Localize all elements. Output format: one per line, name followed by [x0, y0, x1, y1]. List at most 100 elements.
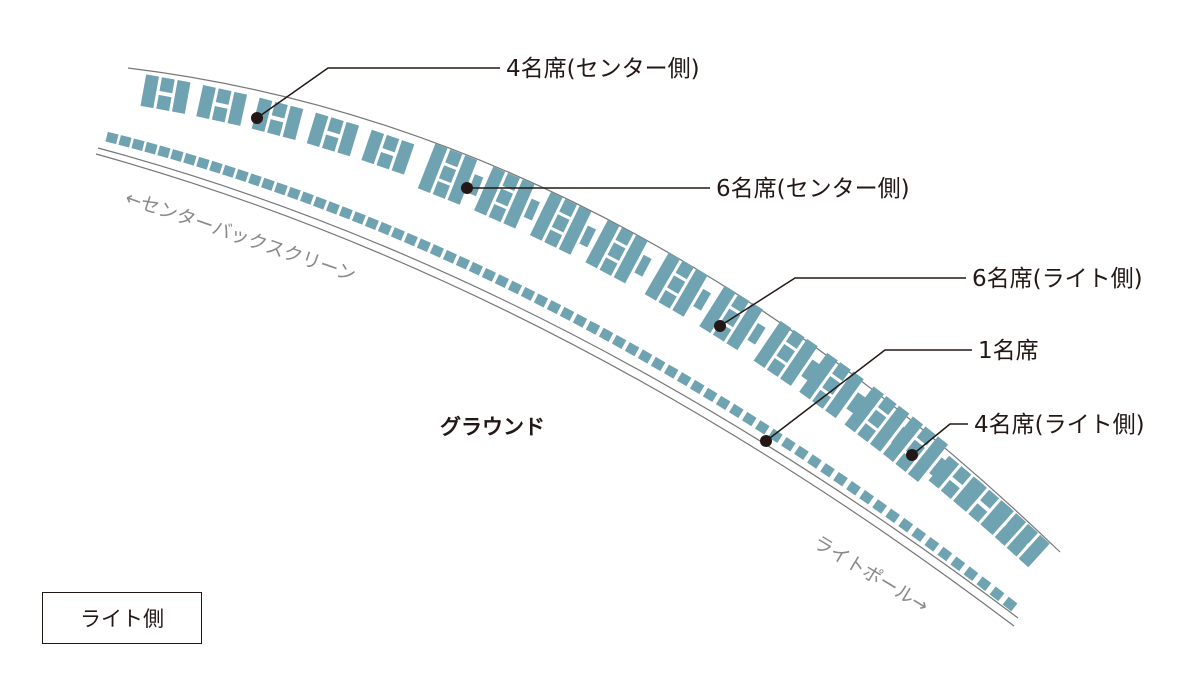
- single-seat: [520, 286, 536, 301]
- group-seat: [337, 121, 360, 157]
- six-seat-block: [753, 320, 820, 386]
- single-seat: [235, 169, 249, 182]
- callout-4-right-dot: [906, 449, 918, 461]
- ground-label: グラウンド: [440, 415, 545, 439]
- group-seat: [667, 275, 686, 294]
- group-seat: [644, 252, 681, 301]
- callout-6-center: 6名席(センター側): [461, 176, 910, 202]
- single-seat: [170, 149, 184, 162]
- four-seat-block: [361, 129, 415, 175]
- single-seat: [781, 437, 796, 452]
- group-seat: [271, 101, 288, 119]
- single-seat: [885, 508, 900, 524]
- single-seat: [989, 586, 1005, 602]
- group-seat: [438, 165, 457, 184]
- group-seat: [159, 77, 175, 94]
- group-seat: [844, 386, 884, 433]
- single-seat: [261, 177, 275, 191]
- group-seat: [579, 225, 597, 248]
- group-seat: [1018, 534, 1050, 568]
- group-seat: [747, 322, 766, 345]
- single-seat: [702, 387, 718, 403]
- six-seat-block: [585, 219, 652, 284]
- group-seat: [503, 179, 535, 229]
- single-seat: [846, 480, 861, 496]
- fence-line-lower: [95, 153, 1015, 627]
- single-seat: [157, 145, 171, 159]
- single-seat: [300, 191, 314, 205]
- single-seat: [403, 232, 418, 247]
- single-seat: [248, 173, 262, 187]
- group-seat: [529, 191, 563, 241]
- single-seat: [325, 201, 340, 215]
- group-seat: [196, 84, 216, 119]
- group-seat: [730, 294, 750, 313]
- group-seat: [882, 416, 924, 463]
- group-seat: [327, 117, 344, 135]
- group-seat: [495, 188, 514, 207]
- group-seat: [766, 358, 786, 377]
- group-seat: [282, 105, 304, 140]
- group-seat: [980, 489, 1000, 509]
- group-seat: [599, 257, 618, 276]
- fence-line-upper: [97, 147, 1019, 619]
- single-seat: [624, 342, 640, 357]
- group-seat: [322, 134, 339, 152]
- single-seat: [351, 211, 366, 225]
- group-seat: [1006, 537, 1026, 557]
- single-seat: [442, 249, 457, 264]
- group-seat-blocks: [140, 74, 1050, 568]
- group-seat: [857, 423, 877, 443]
- single-seat: [209, 160, 223, 174]
- group-seat: [391, 140, 415, 175]
- single-seat: [559, 306, 575, 321]
- group-seat: [675, 260, 694, 280]
- group-seat: [907, 436, 949, 483]
- single-seat-row: [105, 131, 1018, 612]
- single-seat: [131, 138, 145, 151]
- callout-1-seat-dot: [760, 435, 772, 447]
- single-seat: [728, 403, 744, 419]
- single-seat: [741, 411, 757, 427]
- single-seat: [676, 372, 692, 387]
- group-seat: [928, 455, 960, 489]
- four-seat-block: [196, 84, 248, 126]
- group-seat: [867, 409, 887, 429]
- four-seat-block: [994, 513, 1050, 568]
- single-seat: [1002, 596, 1018, 612]
- single-seat: [637, 349, 653, 364]
- group-seat: [780, 338, 818, 386]
- label-1-seat: 1名席: [978, 338, 1039, 364]
- group-seat: [215, 88, 232, 105]
- label-6-seat-center: 6名席(センター側): [716, 176, 910, 202]
- group-seat: [940, 479, 960, 499]
- group-seat: [445, 149, 463, 168]
- group-seat: [726, 302, 763, 351]
- single-seat: [911, 527, 927, 542]
- single-seat: [494, 274, 510, 288]
- group-seat: [585, 219, 620, 269]
- six-seat-block: [417, 143, 484, 205]
- group-seat: [982, 502, 1014, 536]
- single-seat: [976, 576, 992, 592]
- single-seat: [572, 313, 588, 328]
- callout-4-center-dot: [251, 112, 263, 124]
- single-seat: [364, 216, 379, 231]
- group-seat: [417, 143, 448, 193]
- callout-6-center-dot: [461, 182, 473, 194]
- single-seat: [105, 131, 119, 145]
- single-seat: [598, 327, 614, 342]
- group-seat: [799, 352, 838, 400]
- single-seat: [429, 244, 444, 258]
- group-seat: [267, 119, 284, 136]
- group-seat: [607, 242, 626, 261]
- group-seat: [916, 426, 936, 446]
- callout-4-right: 4名席(ライト側): [906, 412, 1145, 461]
- single-seat: [872, 499, 887, 514]
- right-pole-direction-label: ライトポール→: [809, 531, 932, 617]
- single-seat: [585, 320, 601, 335]
- label-4-seat-right: 4名席(ライト側): [974, 412, 1145, 438]
- group-seat: [376, 151, 394, 170]
- single-seat: [859, 490, 874, 505]
